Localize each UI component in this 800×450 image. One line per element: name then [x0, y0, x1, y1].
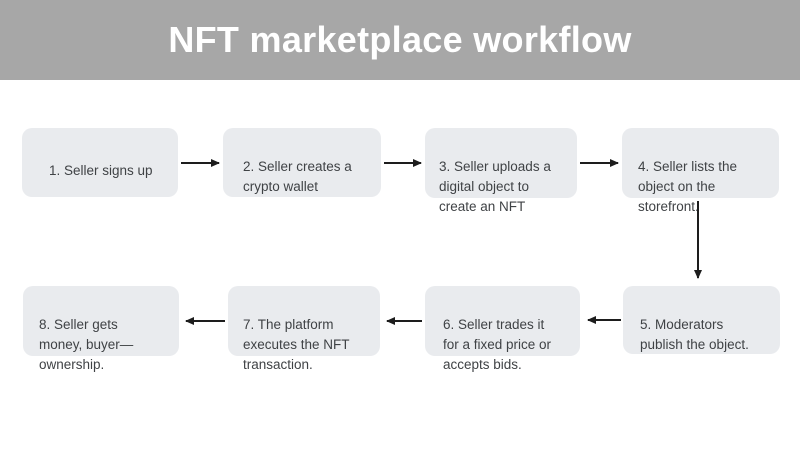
- step-label-4: 4. Seller lists the object on the storef…: [638, 159, 738, 214]
- step-box-3: 3. Seller uploads a digital object to cr…: [425, 128, 577, 214]
- step-box-5: 5. Moderators publish the object.: [623, 286, 780, 354]
- step-label-8: 8. Seller gets money, buyer— ownership.: [39, 317, 134, 372]
- step-label-2: 2. Seller creates a crypto wallet: [243, 159, 352, 194]
- title-banner: NFT marketplace workflow: [0, 0, 800, 80]
- step-label-1: 1. Seller signs up: [49, 163, 153, 178]
- step-box-8: 8. Seller gets money, buyer— ownership.: [23, 286, 179, 372]
- step-label-5: 5. Moderators publish the object.: [640, 317, 749, 352]
- step-box-1: 1. Seller signs up: [22, 128, 178, 197]
- step-label-6: 6. Seller trades it for a fixed price or…: [443, 317, 552, 372]
- step-label-3: 3. Seller uploads a digital object to cr…: [439, 159, 551, 214]
- step-box-2: 2. Seller creates a crypto wallet: [223, 128, 381, 197]
- step-box-7: 7. The platform executes the NFT transac…: [228, 286, 380, 372]
- step-label-7: 7. The platform executes the NFT transac…: [243, 317, 350, 372]
- page-title: NFT marketplace workflow: [168, 19, 632, 60]
- step-box-4: 4. Seller lists the object on the storef…: [622, 128, 779, 214]
- step-box-6: 6. Seller trades it for a fixed price or…: [425, 286, 580, 372]
